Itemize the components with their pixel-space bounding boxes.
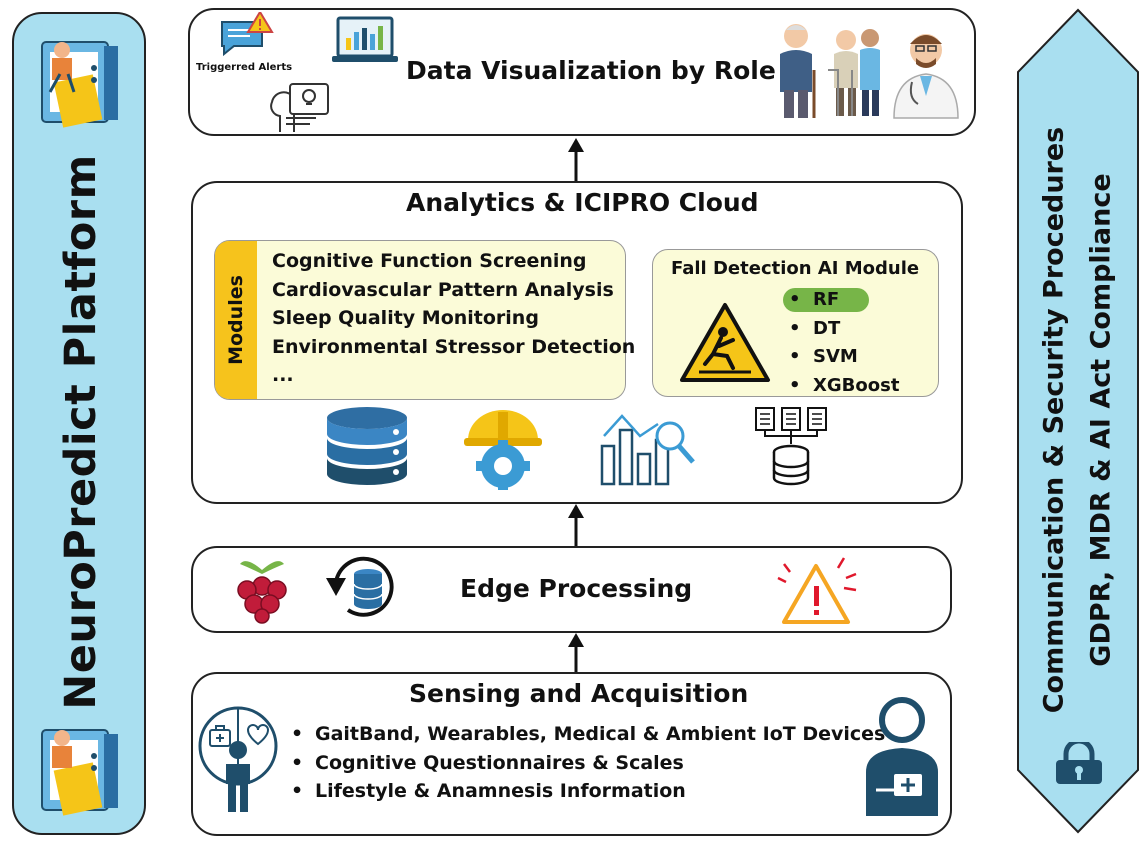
compliance-line-2: GDPR, MDR & AI Act Compliance <box>1085 173 1117 667</box>
flow-arrow-sensing-to-edge <box>566 633 586 673</box>
hardhat-gear-icon <box>460 406 546 490</box>
module-item: Cognitive Function Screening <box>272 250 587 272</box>
fall-detection-title: Fall Detection AI Module <box>671 258 920 279</box>
wet-floor-warning-icon <box>679 302 771 384</box>
module-item: Environmental Stressor Detection <box>272 335 636 358</box>
sensing-title: Sensing and Acquisition <box>409 679 749 708</box>
modules-tab <box>215 241 257 399</box>
platform-icon-top <box>38 28 124 138</box>
database-icon <box>324 406 410 490</box>
lock-icon <box>1052 742 1106 786</box>
patient-data-icon <box>196 704 280 814</box>
sensing-list: GaitBand, Wearables, Medical & Ambient I… <box>291 720 885 806</box>
sync-database-icon <box>322 552 404 624</box>
profile-idea-icon <box>266 76 336 134</box>
ai-model-list: RF DT SVM XGBoost <box>789 286 899 400</box>
ai-model-item: SVM <box>789 343 899 372</box>
sensing-item: Lifestyle & Anamnesis Information <box>291 777 885 806</box>
module-item: Cardiovascular Pattern Analysis <box>272 278 614 301</box>
sensing-item: Cognitive Questionnaires & Scales <box>291 749 885 778</box>
elderly-person-icon <box>772 20 822 124</box>
medical-user-icon <box>864 694 940 818</box>
analytics-chart-icon <box>598 406 698 488</box>
raspberry-pi-icon <box>232 556 292 624</box>
data-collection-icon <box>752 406 830 488</box>
module-item: Sleep Quality Monitoring <box>272 307 539 329</box>
caregiver-icon <box>826 26 886 120</box>
alert-chat-icon <box>216 12 276 60</box>
laptop-chart-icon <box>330 16 400 66</box>
sensing-item: GaitBand, Wearables, Medical & Ambient I… <box>291 720 885 749</box>
module-item: ... <box>272 364 294 386</box>
visualization-title: Data Visualization by Role <box>406 56 776 85</box>
platform-title: NeuroPredict Platform <box>56 154 106 710</box>
modules-list: Cognitive Function Screening Cardiovascu… <box>272 247 635 390</box>
edge-title: Edge Processing <box>460 574 693 603</box>
platform-icon-bottom <box>38 722 124 822</box>
modules-tab-label: Modules <box>225 275 247 365</box>
ai-model-item: XGBoost <box>789 372 899 401</box>
alerts-label: Triggerred Alerts <box>196 62 293 73</box>
compliance-line-1: Communication & Security Procedures <box>1038 126 1070 714</box>
analytics-title: Analytics & ICIPRO Cloud <box>406 188 759 217</box>
flow-arrow-edge-to-analytics <box>566 504 586 546</box>
ai-model-item: RF <box>789 286 899 315</box>
doctor-icon <box>890 26 962 120</box>
compliance-banner <box>1016 8 1140 834</box>
modules-panel: Modules Cognitive Function Screening Car… <box>214 240 635 400</box>
edge-alert-icon <box>776 552 858 626</box>
ai-model-item: DT <box>789 315 899 344</box>
flow-arrow-analytics-to-visualization <box>566 138 586 182</box>
platform-banner: NeuroPredict Platform <box>12 12 146 835</box>
fall-detection-panel: Fall Detection AI Module RF DT SVM XGBoo… <box>652 249 939 397</box>
